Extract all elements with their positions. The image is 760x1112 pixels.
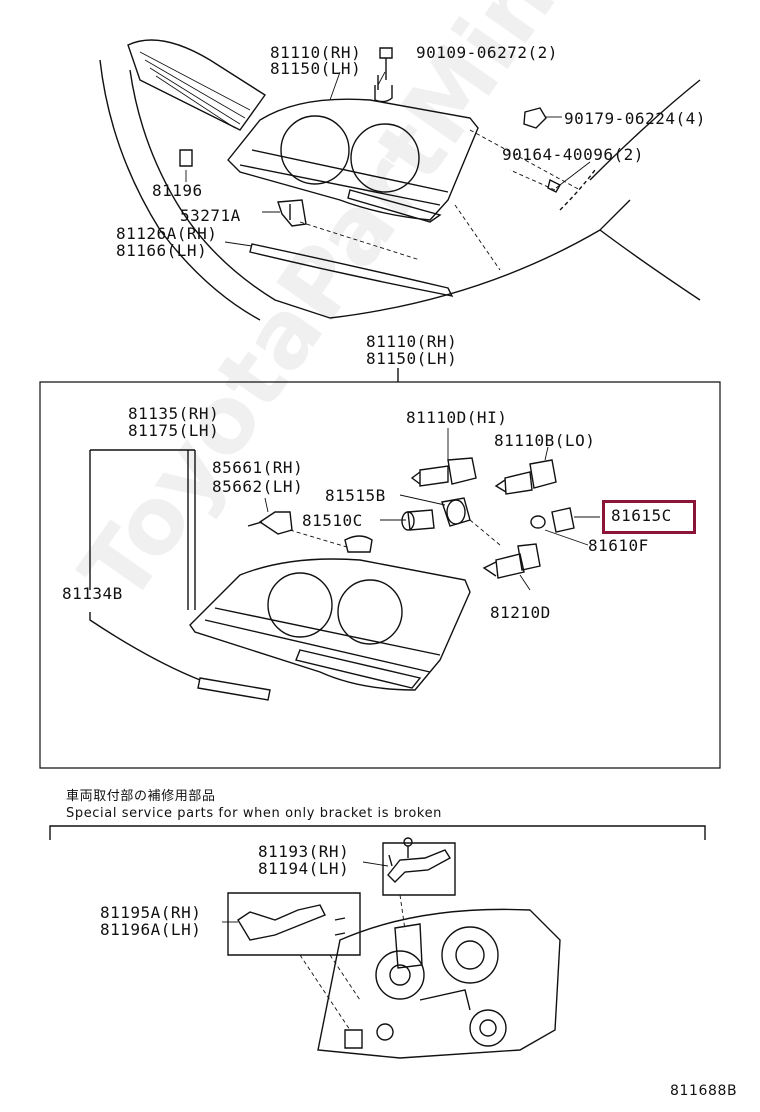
socket-81515b [441, 497, 471, 527]
leader-lines-top [185, 71, 591, 271]
socket-81615c [530, 507, 575, 533]
diagram-code: 811688B [670, 1083, 738, 1099]
label-81166: 81166(LH) [116, 241, 208, 260]
headlamp-assembly [189, 535, 471, 701]
label-81196: 81196 [152, 181, 203, 200]
label-81210d: 81210D [490, 603, 551, 622]
service-parts-box [49, 825, 706, 956]
label-81110d: 81110D(HI) [406, 408, 508, 427]
label-81110rh-mid: 81110(RH) [366, 332, 458, 351]
leader-lines-bottom [222, 861, 406, 1031]
label-81175: 81175(LH) [128, 421, 220, 440]
bulb-81110d [410, 457, 477, 487]
headlamp-top [227, 75, 479, 223]
label-90164: 90164-40096(2) [502, 145, 644, 164]
label-81150lh-mid: 81150(LH) [366, 349, 458, 368]
label-81196a: 81196A(LH) [100, 920, 202, 939]
label-81193: 81193(RH) [258, 842, 350, 861]
label-81126a: 81126A(RH) [116, 224, 218, 243]
label-81615c[interactable]: 81615C [611, 506, 672, 525]
clip-81196 [179, 149, 193, 167]
note-english: Special service parts for when only brac… [66, 806, 443, 821]
strip-81126a [249, 243, 454, 297]
bulb-81210d [482, 543, 541, 579]
bulb-81510c [401, 509, 435, 531]
bracket-81195a [237, 904, 346, 941]
label-81110b: 81110B(LO) [494, 431, 596, 450]
label-81610f: 81610F [588, 536, 649, 555]
label-81150lh-top: 81150(LH) [270, 59, 362, 78]
bulb-81110b [494, 459, 557, 495]
label-53271a: 53271A [180, 206, 241, 225]
bracket-lines-81135 [89, 449, 201, 681]
label-81135: 81135(RH) [128, 404, 220, 423]
label-85661: 85661(RH) [212, 458, 304, 477]
headlamp-rear [317, 908, 561, 1059]
highlight-81615c[interactable] [602, 500, 696, 534]
label-81194: 81194(LH) [258, 859, 350, 878]
label-85662: 85662(LH) [212, 477, 304, 496]
bracket-53271a [277, 199, 307, 227]
label-81110rh-top: 81110(RH) [270, 43, 362, 62]
socket-85661 [247, 511, 293, 535]
label-81195a: 81195A(RH) [100, 903, 202, 922]
vehicle-body-outline [99, 39, 701, 321]
label-90179: 90179-06224(4) [564, 109, 706, 128]
label-90109: 90109-06272(2) [416, 43, 558, 62]
leader-lines-middle [264, 428, 600, 591]
label-81515b: 81515B [325, 486, 386, 505]
fasteners-top [379, 47, 561, 193]
label-81134b: 81134B [62, 584, 123, 603]
note-japanese: 車両取付部の補修用部品 [66, 789, 216, 804]
label-81510c: 81510C [302, 511, 363, 530]
assembly-box [39, 368, 721, 769]
bracket-81193 [387, 837, 451, 883]
